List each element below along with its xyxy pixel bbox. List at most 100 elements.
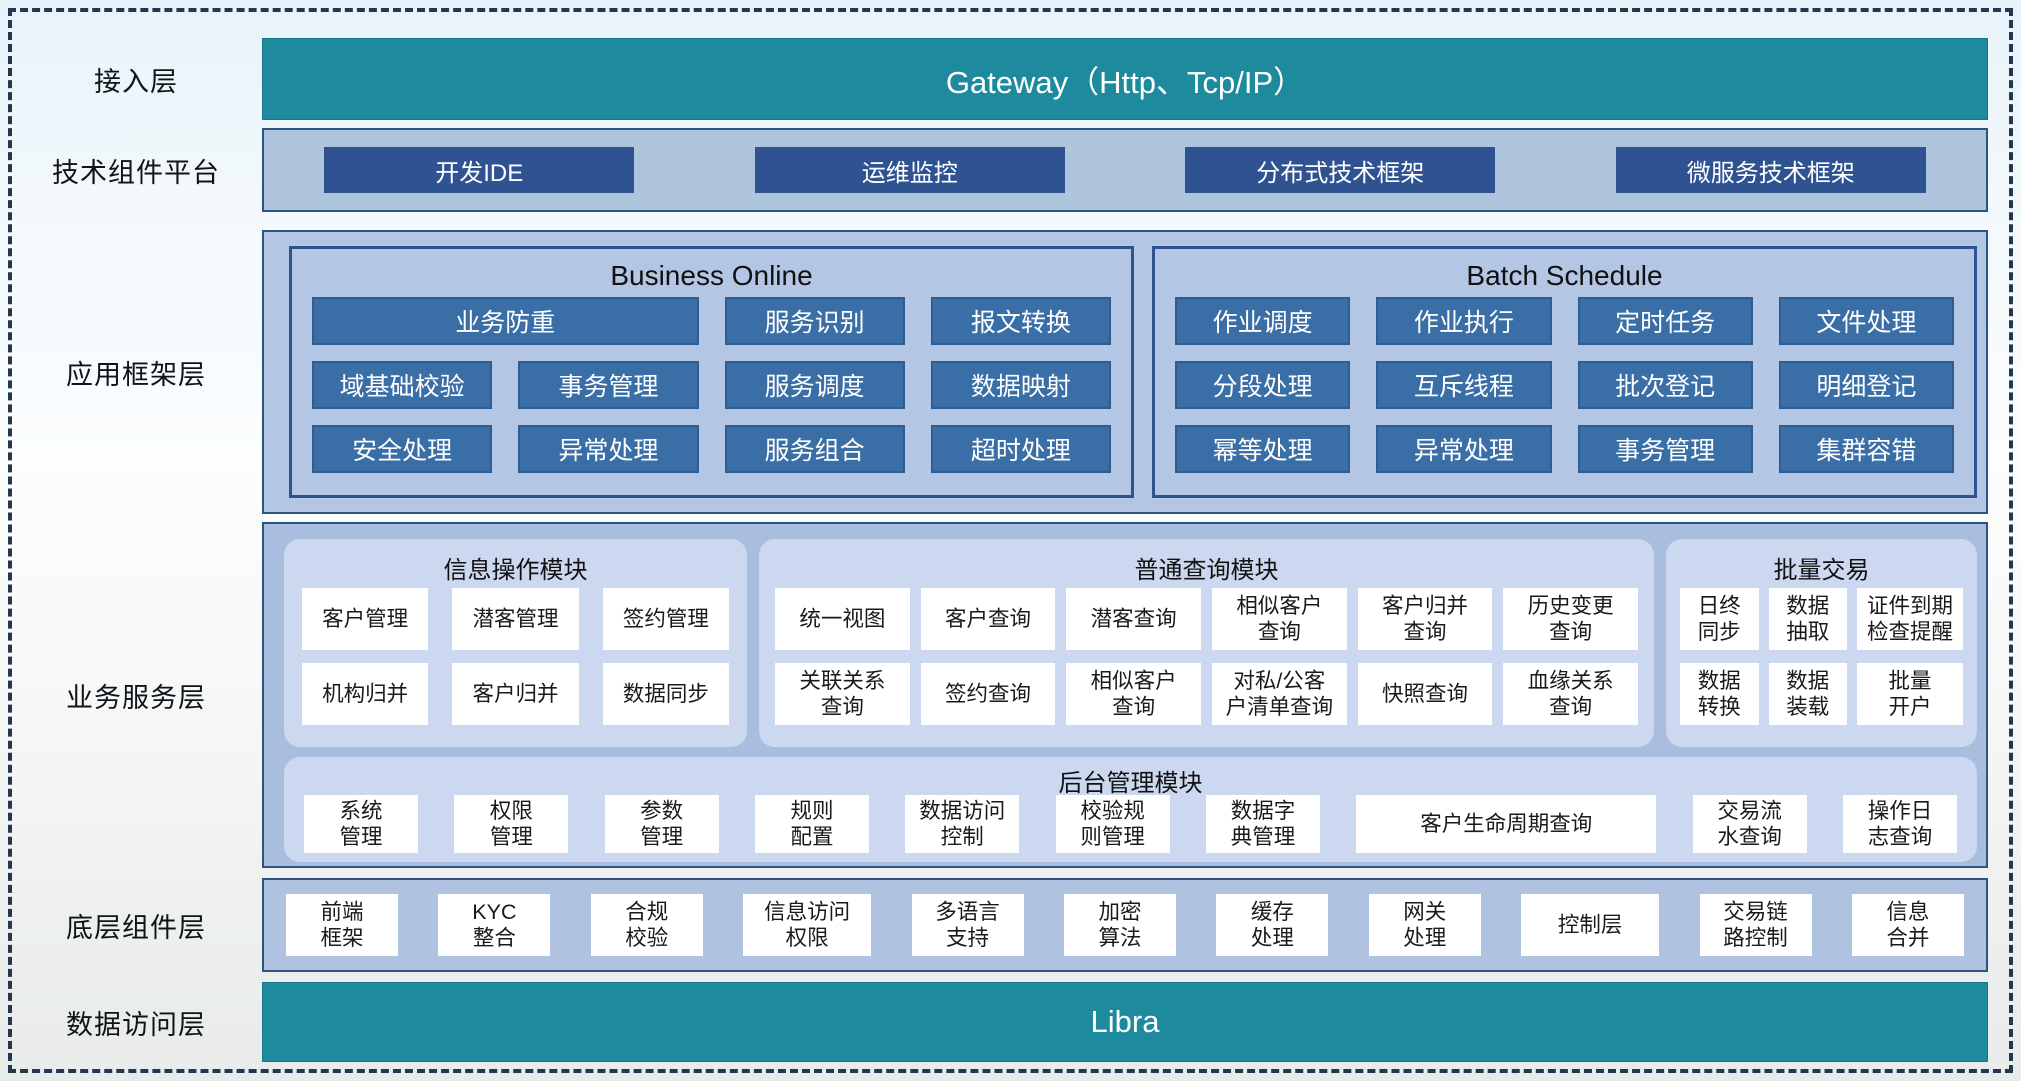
row-tech-platform: 技术组件平台 开发IDE 运维监控 分布式技术框架 微服务技术框架 — [10, 128, 1988, 212]
base-item: 缓存 处理 — [1216, 894, 1329, 956]
layer-label-base-components: 底层组件层 — [66, 912, 206, 943]
group-title: Batch Schedule — [1466, 260, 1663, 291]
tech-item: 开发IDE — [324, 147, 635, 193]
framework-item: 业务防重 — [312, 297, 699, 345]
module-item: 签约查询 — [920, 663, 1056, 725]
framework-item: 域基础校验 — [312, 361, 493, 409]
module-item: 客户生命周期查询 — [1356, 795, 1657, 853]
module-info-ops: 信息操作模块 客户管理 潜客管理 签约管理 机构归并 客户归并 数据同步 — [284, 539, 747, 747]
module-item: 客户归并 查询 — [1357, 588, 1493, 650]
framework-item: 幂等处理 — [1175, 425, 1351, 473]
framework-item: 文件处理 — [1778, 297, 1954, 345]
module-item: 权限 管理 — [454, 795, 569, 853]
module-item: 历史变更 查询 — [1503, 588, 1638, 650]
libra-bar: Libra — [262, 982, 1988, 1062]
module-item: 数据字 典管理 — [1205, 795, 1320, 853]
framework-item: 数据映射 — [930, 361, 1111, 409]
base-item: 加密 算法 — [1063, 894, 1176, 956]
row-app-framework: 应用框架层 Business Online 业务防重 服务识别 报文转换 域基础… — [10, 230, 1988, 514]
tech-item: 微服务技术框架 — [1615, 147, 1926, 193]
base-item: 控制层 — [1521, 894, 1660, 956]
module-item: 潜客管理 — [452, 588, 579, 650]
module-item: 客户查询 — [920, 588, 1056, 650]
module-item: 潜客查询 — [1066, 588, 1201, 650]
framework-item: 作业执行 — [1376, 297, 1552, 345]
framework-item: 事务管理 — [1577, 425, 1753, 473]
framework-item: 分段处理 — [1175, 361, 1351, 409]
framework-item: 批次登记 — [1577, 361, 1753, 409]
module-item: 证件到期 检查提醒 — [1857, 588, 1963, 650]
module-item: 相似客户 查询 — [1212, 588, 1347, 650]
module-title: 批量交易 — [1773, 557, 1870, 584]
module-item: 统一视图 — [775, 588, 910, 650]
framework-item: 安全处理 — [312, 425, 493, 473]
base-item: 前端 框架 — [286, 894, 398, 956]
tech-item: 分布式技术框架 — [1185, 147, 1496, 193]
diagram-rows: 接入层 Gateway（Http、Tcp/IP） 技术组件平台 开发IDE 运维… — [10, 38, 1988, 1062]
framework-item: 作业调度 — [1175, 297, 1351, 345]
module-item: 签约管理 — [602, 588, 729, 650]
module-batch-trade: 批量交易 日终 同步 数据 抽取 证件到期 检查提醒 数据 转换 数据 装载 批… — [1666, 539, 1977, 747]
framework-item: 明细登记 — [1778, 361, 1954, 409]
module-item: 批量 开户 — [1857, 663, 1963, 725]
module-item: 快照查询 — [1357, 663, 1493, 725]
gateway-bar: Gateway（Http、Tcp/IP） — [262, 38, 1988, 120]
module-item: 关联关系 查询 — [775, 663, 910, 725]
module-common-query: 普通查询模块 统一视图 客户查询 潜客查询 相似客户 查询 客户归并 查询 历史… — [759, 539, 1654, 747]
module-item: 规则 配置 — [754, 795, 869, 853]
row-data-access: 数据访问层 Libra — [10, 982, 1988, 1062]
layer-label-tech-platform: 技术组件平台 — [52, 157, 220, 188]
business-services-panel: 信息操作模块 客户管理 潜客管理 签约管理 机构归并 客户归并 数据同步 — [262, 522, 1988, 868]
framework-item: 服务识别 — [724, 297, 905, 345]
framework-item: 服务组合 — [724, 425, 905, 473]
module-item: 数据 装载 — [1768, 663, 1847, 725]
framework-item: 服务调度 — [724, 361, 905, 409]
module-item: 血缘关系 查询 — [1503, 663, 1638, 725]
row-access-layer: 接入层 Gateway（Http、Tcp/IP） — [10, 38, 1988, 120]
framework-item: 定时任务 — [1577, 297, 1753, 345]
module-item: 数据 转换 — [1680, 663, 1759, 725]
base-item: 信息 合并 — [1851, 894, 1964, 956]
module-item: 系统 管理 — [304, 795, 418, 853]
group-title: Business Online — [610, 260, 813, 291]
framework-item: 集群容错 — [1778, 425, 1954, 473]
framework-item: 互斥线程 — [1376, 361, 1552, 409]
base-item: 交易链 路控制 — [1699, 894, 1812, 956]
base-item: 合规 校验 — [590, 894, 703, 956]
module-title: 信息操作模块 — [443, 557, 588, 584]
module-title: 普通查询模块 — [1134, 557, 1279, 584]
module-item: 对私/公客 户清单查询 — [1212, 663, 1347, 725]
base-item: 多语言 支持 — [911, 894, 1024, 956]
module-item: 参数 管理 — [604, 795, 719, 853]
base-item: KYC 整合 — [438, 894, 551, 956]
layer-label-app-framework: 应用框架层 — [66, 359, 206, 390]
framework-item: 异常处理 — [1376, 425, 1552, 473]
module-item: 操作日 志查询 — [1842, 795, 1957, 853]
layer-label-access: 接入层 — [94, 66, 178, 97]
module-item: 日终 同步 — [1680, 588, 1759, 650]
module-item: 数据 抽取 — [1768, 588, 1847, 650]
module-item: 机构归并 — [302, 663, 429, 725]
framework-item: 事务管理 — [518, 361, 699, 409]
row-base-components: 底层组件层 前端 框架 KYC 整合 合规 校验 信息访问 权限 多语言 支持 … — [10, 878, 1988, 972]
business-online-group: Business Online 业务防重 服务识别 报文转换 域基础校验 事务管… — [289, 246, 1134, 498]
row-business-services: 业务服务层 信息操作模块 客户管理 潜客管理 签约管理 机构归并 客户归并 — [10, 522, 1988, 868]
tech-platform-panel: 开发IDE 运维监控 分布式技术框架 微服务技术框架 — [262, 128, 1988, 212]
module-item: 客户归并 — [452, 663, 579, 725]
tech-item: 运维监控 — [754, 147, 1065, 193]
framework-item: 超时处理 — [930, 425, 1111, 473]
framework-item: 异常处理 — [518, 425, 699, 473]
framework-item: 报文转换 — [930, 297, 1111, 345]
batch-schedule-group: Batch Schedule 作业调度 作业执行 定时任务 文件处理 分段处理 … — [1152, 246, 1977, 498]
module-item: 相似客户 查询 — [1066, 663, 1201, 725]
base-item: 信息访问 权限 — [743, 894, 872, 956]
module-item: 校验规 则管理 — [1055, 795, 1170, 853]
module-title: 后台管理模块 — [1058, 770, 1203, 797]
module-item: 数据访问 控制 — [905, 795, 1020, 853]
module-item: 数据同步 — [602, 663, 729, 725]
app-framework-panel: Business Online 业务防重 服务识别 报文转换 域基础校验 事务管… — [262, 230, 1988, 514]
base-components-panel: 前端 框架 KYC 整合 合规 校验 信息访问 权限 多语言 支持 加密 算法 … — [262, 878, 1988, 972]
layer-label-business-services: 业务服务层 — [66, 682, 206, 713]
module-item: 交易流 水查询 — [1692, 795, 1807, 853]
